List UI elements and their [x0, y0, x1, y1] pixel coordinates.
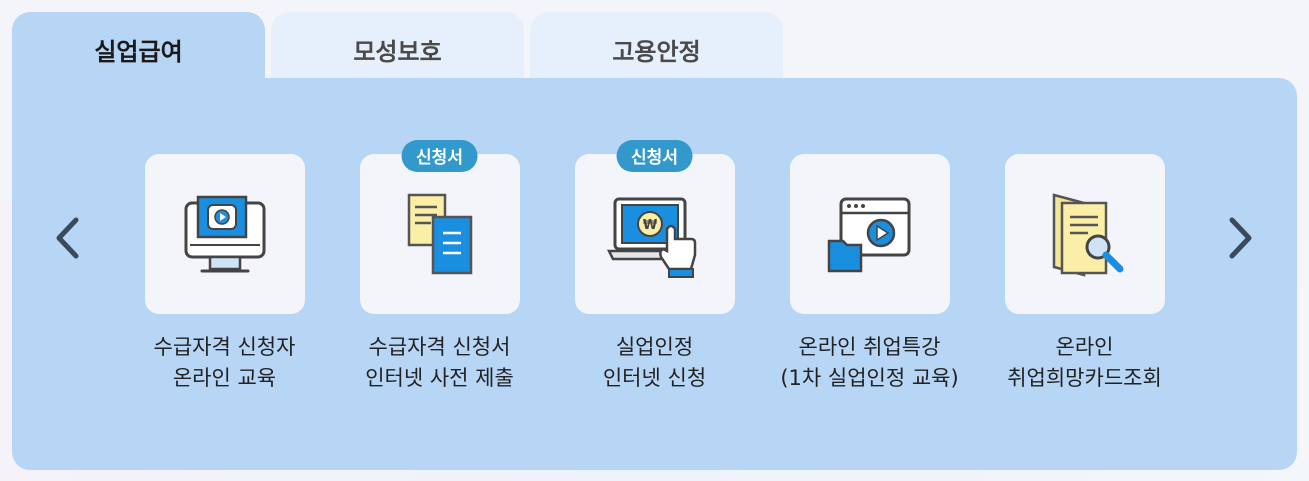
- tab-employment-stability[interactable]: 고용안정: [530, 12, 783, 82]
- browser-video-folder-icon: [827, 197, 910, 273]
- item-online-lecture[interactable]: 온라인 취업특강(1차 실업인정 교육): [762, 154, 977, 394]
- svg-text:₩: ₩: [642, 218, 657, 233]
- next-arrow-button[interactable]: [1224, 214, 1258, 262]
- chevron-left-icon: [56, 217, 79, 259]
- tab-label: 실업급여: [94, 38, 183, 66]
- documents-icon: [407, 193, 472, 275]
- prev-arrow-button[interactable]: [50, 214, 84, 262]
- tab-unemployment-benefit[interactable]: 실업급여: [12, 12, 265, 86]
- item-card: [144, 154, 305, 314]
- tab-maternity-protection[interactable]: 모성보호: [271, 12, 524, 82]
- chevron-right-icon: [1229, 217, 1252, 259]
- tab-label: 고용안정: [612, 38, 701, 66]
- application-badge: 신청서: [616, 140, 693, 172]
- item-card: [789, 154, 950, 314]
- tab-label: 모성보호: [353, 38, 442, 66]
- monitor-video-icon: [184, 195, 265, 273]
- item-card: 신청서 ₩: [574, 140, 735, 314]
- laptop-touch-icon: ₩: [606, 197, 696, 278]
- item-card: 신청서: [359, 140, 520, 314]
- document-search-icon: [1052, 193, 1123, 277]
- item-card: [1004, 154, 1165, 314]
- application-badge: 신청서: [401, 140, 478, 172]
- item-label: 온라인 취업특강(1차 실업인정 교육): [780, 335, 959, 390]
